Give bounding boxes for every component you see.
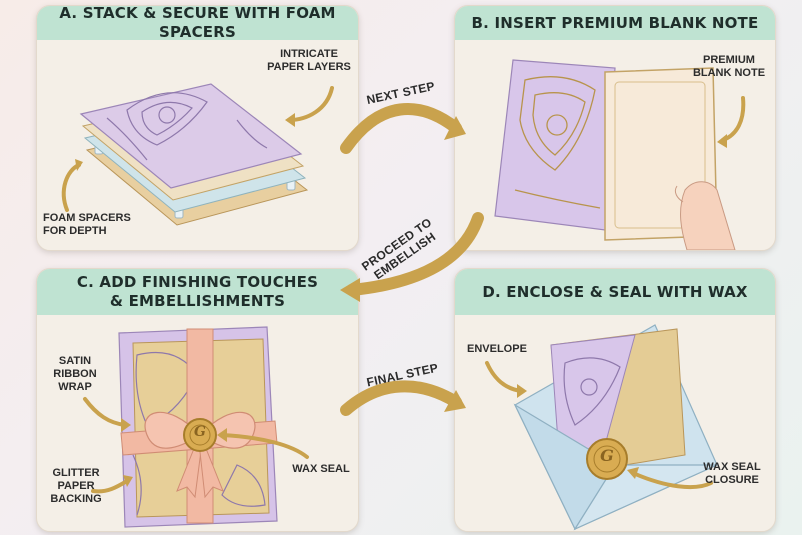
label-final-step: FINAL STEP [365,360,440,390]
envelope-with-seal-illustration [485,324,718,531]
callout-wax-seal: WAX SEAL [292,463,350,475]
card-with-note-illustration [494,59,746,250]
callout-intricate-paper-layers: INTRICATE PAPER LAYERS [267,48,351,74]
panel-b-illustration: PREMIUM BLANK NOTE [455,40,775,250]
panel-d-illustration: G ENVELOPE WAX SEAL CLOSURE [455,315,775,531]
callout-wax-seal-closure: WAX SEAL CLOSURE [703,461,761,487]
panel-a-title: A. STACK & SECURE WITH FOAM SPACERS [37,6,358,41]
callout-envelope: ENVELOPE [467,343,527,355]
callout-premium-blank-note: PREMIUM BLANK NOTE [692,54,766,80]
panel-d: D. ENCLOSE & SEAL WITH WAX G ENVELO [454,268,776,532]
panel-a: A. STACK & SECURE WITH FOAM SPACERS [36,5,359,251]
panel-b-title: B. INSERT PREMIUM BLANK NOTE [455,6,775,40]
panel-c-title: C. ADD FINISHING TOUCHES & EMBELLISHMENT… [37,269,358,315]
panel-d-title: D. ENCLOSE & SEAL WITH WAX [455,269,775,315]
envelope-seal-monogram: G [600,446,614,465]
embellished-invitation-illustration [83,326,309,528]
panel-c-title-line1: C. ADD FINISHING TOUCHES [76,273,319,292]
callout-glitter-backing: GLITTER PAPER BACKING [50,467,102,506]
panel-c: C. ADD FINISHING TOUCHES & EMBELLISHMENT… [36,268,359,532]
layered-card-stack-illustration [61,83,334,226]
panel-c-title-line2: & EMBELLISHMENTS [109,292,286,310]
panel-b: B. INSERT PREMIUM BLANK NOTE PREMIUM BLA… [454,5,776,251]
label-next-step: NEXT STEP [365,78,437,108]
label-proceed-to-embellish: PROCEED TO EMBELLISH [356,213,446,288]
callout-satin-ribbon: SATIN RIBBON WRAP [53,355,97,394]
seal-monogram: G [194,424,206,440]
panel-a-illustration: INTRICATE PAPER LAYERS FOAM SPACERS FOR … [37,40,358,250]
panel-c-illustration: G SATIN RIBBON WRAP GLITTER PAPER BACKIN… [37,315,358,531]
callout-foam-spacers: FOAM SPACERS FOR DEPTH [43,212,131,238]
